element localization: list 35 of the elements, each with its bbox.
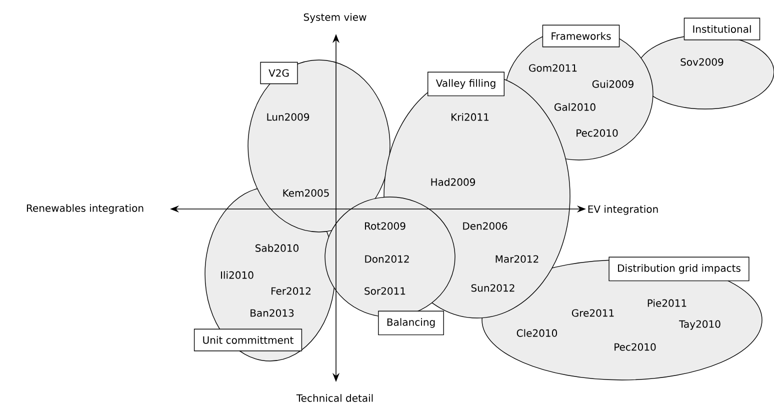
citation-label: Kri2011 — [452, 113, 489, 121]
citation-label: Sor2011 — [364, 287, 406, 295]
citation-label: Sun2012 — [471, 284, 514, 292]
citation-label: Cle2010 — [516, 329, 558, 337]
citation-label: Pec2010 — [614, 343, 656, 351]
citation-label: Gre2011 — [572, 309, 614, 317]
heading-box: Balancing — [378, 310, 444, 336]
heading-box: Institutional — [684, 18, 760, 40]
heading-box: Distribution grid impacts — [608, 256, 750, 282]
heading-box: V2G — [260, 62, 298, 84]
citation-label: Gal2010 — [554, 103, 596, 111]
citation-label: Had2009 — [431, 178, 476, 186]
citation-label: Den2006 — [463, 222, 508, 230]
citation-label: Ili2010 — [221, 271, 254, 279]
heading-box: Valley filling — [428, 72, 505, 96]
citation-label: Pie2011 — [648, 299, 686, 307]
axis-label: Renewables integration — [26, 204, 144, 214]
heading-box: Unit committment — [194, 328, 302, 352]
citation-label: Gom2011 — [529, 64, 577, 72]
citation-label: Don2012 — [365, 255, 409, 263]
citation-label: Tay2010 — [679, 320, 720, 330]
citation-label: Rot2009 — [365, 222, 406, 230]
axis-label: Technical detail — [296, 394, 373, 402]
citation-label: Sov2009 — [680, 58, 724, 66]
citation-label: Lun2009 — [267, 113, 310, 121]
citation-label: Fer2012 — [272, 287, 310, 295]
heading-box: Frameworks — [542, 24, 620, 48]
citation-label: Ban2013 — [250, 309, 294, 317]
axis-label: System view — [304, 13, 366, 23]
citation-label: Pec2010 — [576, 129, 618, 137]
axis-label: EV integration — [588, 205, 658, 215]
citation-label: Gui2009 — [592, 80, 634, 88]
citation-label: Kem2005 — [283, 189, 329, 197]
citation-label: Mar2012 — [496, 255, 538, 263]
citation-label: Sab2010 — [256, 244, 298, 252]
